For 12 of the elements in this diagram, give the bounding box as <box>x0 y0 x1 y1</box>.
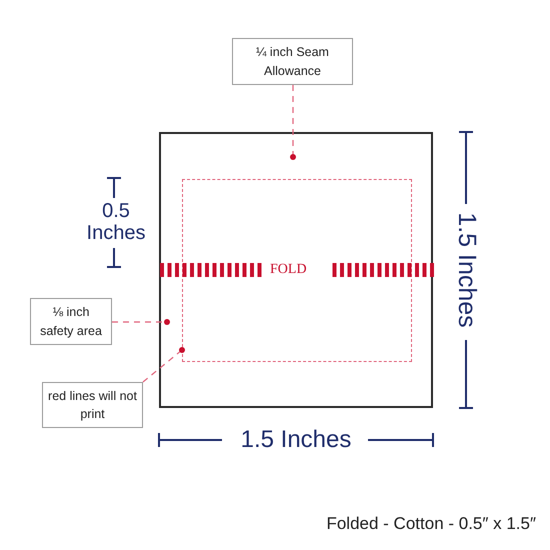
leader-line <box>142 347 185 382</box>
caption: Folded - Cotton - 0.5″ x 1.5″ <box>326 514 536 534</box>
fold-label: FOLD <box>270 262 307 278</box>
callout-text: ⅛ inch safety area <box>39 304 103 340</box>
leader-line <box>112 319 170 325</box>
callout-box <box>30 298 112 345</box>
callout-text: red lines will not print <box>47 388 138 423</box>
leader-line <box>290 85 296 160</box>
callout-box <box>232 38 353 85</box>
label-outline <box>159 132 433 408</box>
callout-text: ¼ inch Seam Allowance <box>255 44 330 80</box>
callout-box <box>42 382 143 428</box>
